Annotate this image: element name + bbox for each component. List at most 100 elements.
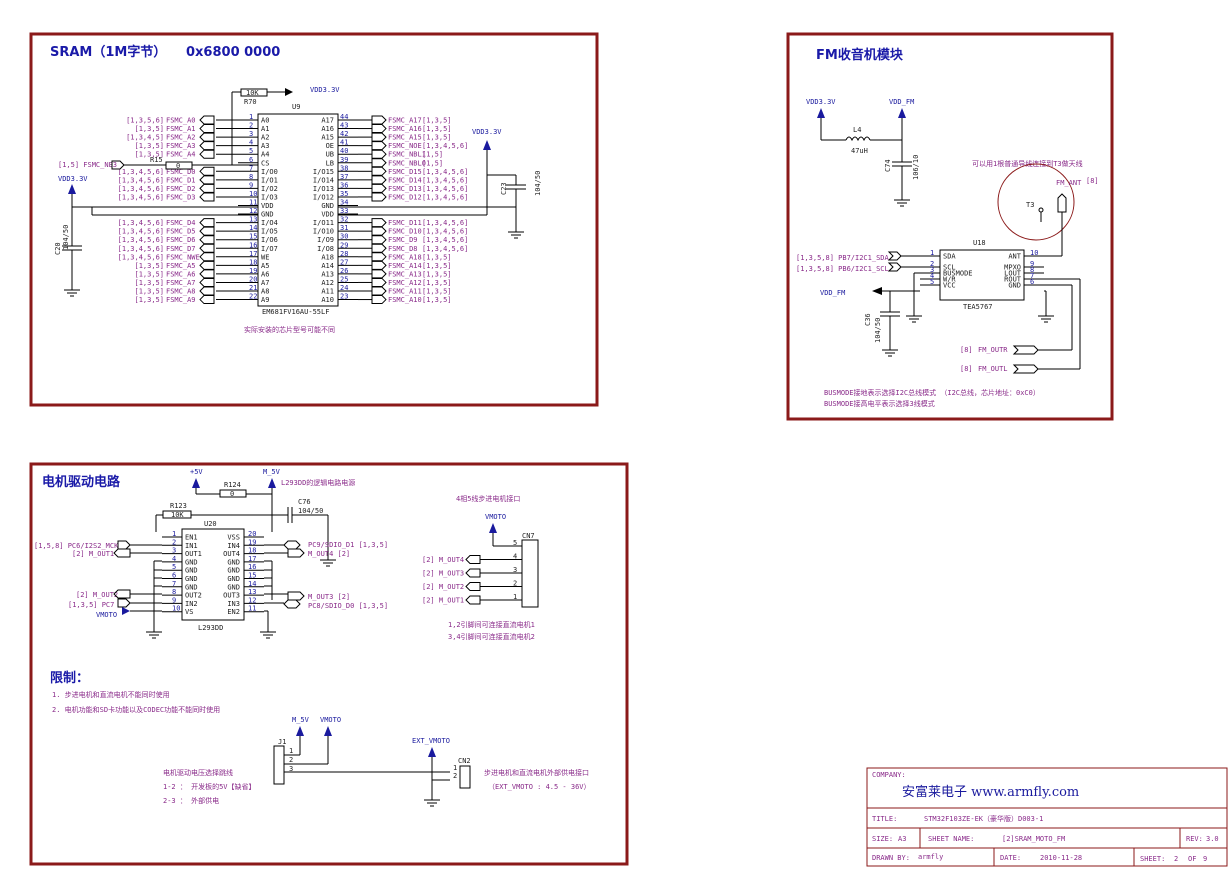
fm-vddfm-left: VDD_FM: [820, 289, 845, 297]
motor-right-pin-name: IN4: [227, 542, 240, 550]
c76-value: 104/50: [298, 507, 323, 515]
sram-right-pin-name: VDD: [321, 211, 334, 219]
sram-left-pin-num: 20: [249, 275, 257, 283]
cn7-pin-num: 4: [513, 553, 517, 561]
sram-left-pin-num: 2: [249, 122, 253, 130]
sram-right-ref: [1,3,4,5,6]: [422, 168, 468, 176]
sram-left-pin-name: A9: [261, 296, 269, 304]
fm-right-pin-name: GND: [1008, 282, 1021, 290]
fm-left-pin-num: 4: [930, 272, 934, 280]
sram-right-pin-num: 30: [340, 233, 348, 241]
sram-left-ref: [1,3,4,5,6]: [118, 219, 164, 227]
tb-size: A3: [898, 835, 906, 843]
cn7-pin-num: 2: [513, 580, 517, 588]
fm-right-pin-name: ROUT: [1004, 276, 1022, 284]
motor-right-pin-num: 17: [248, 555, 256, 563]
cn7-net: [2] M_OUT1: [422, 597, 464, 605]
motor-left-pin-num: 9: [172, 596, 176, 604]
sram-vdd-left: VDD3.3V: [58, 175, 88, 183]
fm-antenna-note: 可以用1根普通导线连接到T3做天线: [972, 159, 1083, 168]
sram-left-pin-num: 3: [249, 130, 253, 138]
sram-frame: [29, 32, 599, 407]
sram-left-ref: [1,3,5]: [134, 125, 164, 133]
sram-left-pin-name: WE: [261, 253, 269, 261]
j1-m5v: M_5V: [292, 716, 310, 724]
fm-vddfm-arrow-icon: [898, 108, 906, 118]
sram-right-port-icon: [371, 141, 387, 151]
c74-ref: C74: [884, 159, 892, 172]
sram-chip-ref: U9: [292, 103, 300, 111]
j1-pin1: 1: [289, 747, 293, 755]
cn7-vmoto-arrow-icon: [489, 523, 497, 533]
fm-vdd-arrow-icon: [817, 108, 825, 118]
sram-left-ref: [1,3,5]: [134, 142, 164, 150]
sram-left-pin-name: I/O2: [261, 185, 278, 193]
sram-left-net: FSMC_D5: [166, 228, 196, 236]
c36-ref: C36: [864, 313, 872, 326]
tb-of: 9: [1203, 855, 1207, 863]
sram-left-ref: [1,3,5]: [134, 262, 164, 270]
sram-left-pin-name: A2: [261, 134, 269, 142]
sram-right-ref: [1,5]: [422, 151, 443, 159]
sram-right-pin-num: 28: [340, 250, 348, 258]
sram-right-net: FSMC_NBL1: [388, 151, 426, 159]
motor-frame: [29, 462, 629, 866]
motor-right-pin-num: 20: [248, 530, 256, 538]
fm-vdd: VDD3.3V: [806, 98, 836, 106]
sram-note: 实际安装的芯片型号可能不同: [244, 325, 335, 334]
sram-left-ref: [1,3,5,6]: [126, 117, 164, 125]
sram-left-port-icon: [199, 252, 215, 262]
scl-port-icon: [887, 262, 902, 272]
sram-left-net: FSMC_A7: [166, 279, 196, 287]
tb-size-label: SIZE:: [872, 835, 893, 843]
sram-left-net: FSMC_A8: [166, 288, 196, 296]
motor-right-pin-name: IN3: [227, 600, 240, 608]
sram-right-net: FSMC_D13: [388, 185, 422, 193]
j1-jumper: [273, 745, 285, 785]
sram-left-ref: [1,3,4,5,6]: [118, 193, 164, 201]
sram-left-port-icon: [199, 192, 215, 202]
sram-left-pin-name: A5: [261, 262, 269, 270]
l4-inductor: [845, 136, 871, 142]
sram-right-pin-num: 25: [340, 275, 348, 283]
motor-right-pin-num: 11: [248, 605, 256, 613]
net-pc9: PC9/SDIO_D1 [1,3,5]: [308, 541, 388, 549]
limit-title: 限制：: [50, 670, 89, 686]
motor-right-pin-num: 19: [248, 538, 256, 546]
net-mout2: [2] M_OUT2: [76, 591, 118, 599]
sram-right-port-icon: [371, 226, 387, 236]
cn7-pin-num: 1: [513, 593, 517, 601]
sram-left-pin-name: I/O6: [261, 236, 278, 244]
c20-value: 104/50: [62, 225, 70, 250]
stepper-note: 4相5线步进电机接口: [456, 494, 520, 503]
sram-left-net: FSMC_A6: [166, 270, 196, 278]
sram-right-pin-num: 23: [340, 293, 348, 301]
vmoto-arrow-icon: [122, 607, 130, 615]
sram-right-pin-num: 40: [340, 147, 348, 155]
sram-left-pin-name: I/O5: [261, 228, 278, 236]
sram-right-pin-num: 37: [340, 173, 348, 181]
r124-ref: R124: [224, 481, 241, 489]
sram-right-pin-name: A15: [321, 134, 334, 142]
motor-right-pin-name: VSS: [227, 534, 240, 542]
fm-chip-body: [939, 249, 1025, 301]
sram-right-net: FSMC_A12: [388, 279, 422, 287]
sram-right-pin-num: 42: [340, 130, 348, 138]
sram-left-ref: [1,3,4,5,6]: [118, 228, 164, 236]
motor-right-pin-num: 15: [248, 572, 256, 580]
sram-left-pin-name: A6: [261, 270, 269, 278]
motor-left-pin-num: 3: [172, 547, 176, 555]
sram-right-net: FSMC_D12: [388, 193, 422, 201]
cn7-vmoto: VMOTO: [485, 513, 506, 521]
sram-right-ref: [1,3,4,5,6]: [422, 176, 468, 184]
motor-left-pin-name: IN1: [185, 542, 198, 550]
r123-ref: R123: [170, 502, 187, 510]
motor-left-pin-num: 4: [172, 555, 176, 563]
sram-right-pin-num: 26: [340, 267, 348, 275]
fm-ant-port-icon: [1057, 193, 1067, 213]
sram-right-port-icon: [371, 295, 387, 305]
sram-right-pin-name: A12: [321, 279, 334, 287]
sram-left-net: FSMC_D7: [166, 245, 196, 253]
motor-left-pin-name: OUT1: [185, 550, 202, 558]
